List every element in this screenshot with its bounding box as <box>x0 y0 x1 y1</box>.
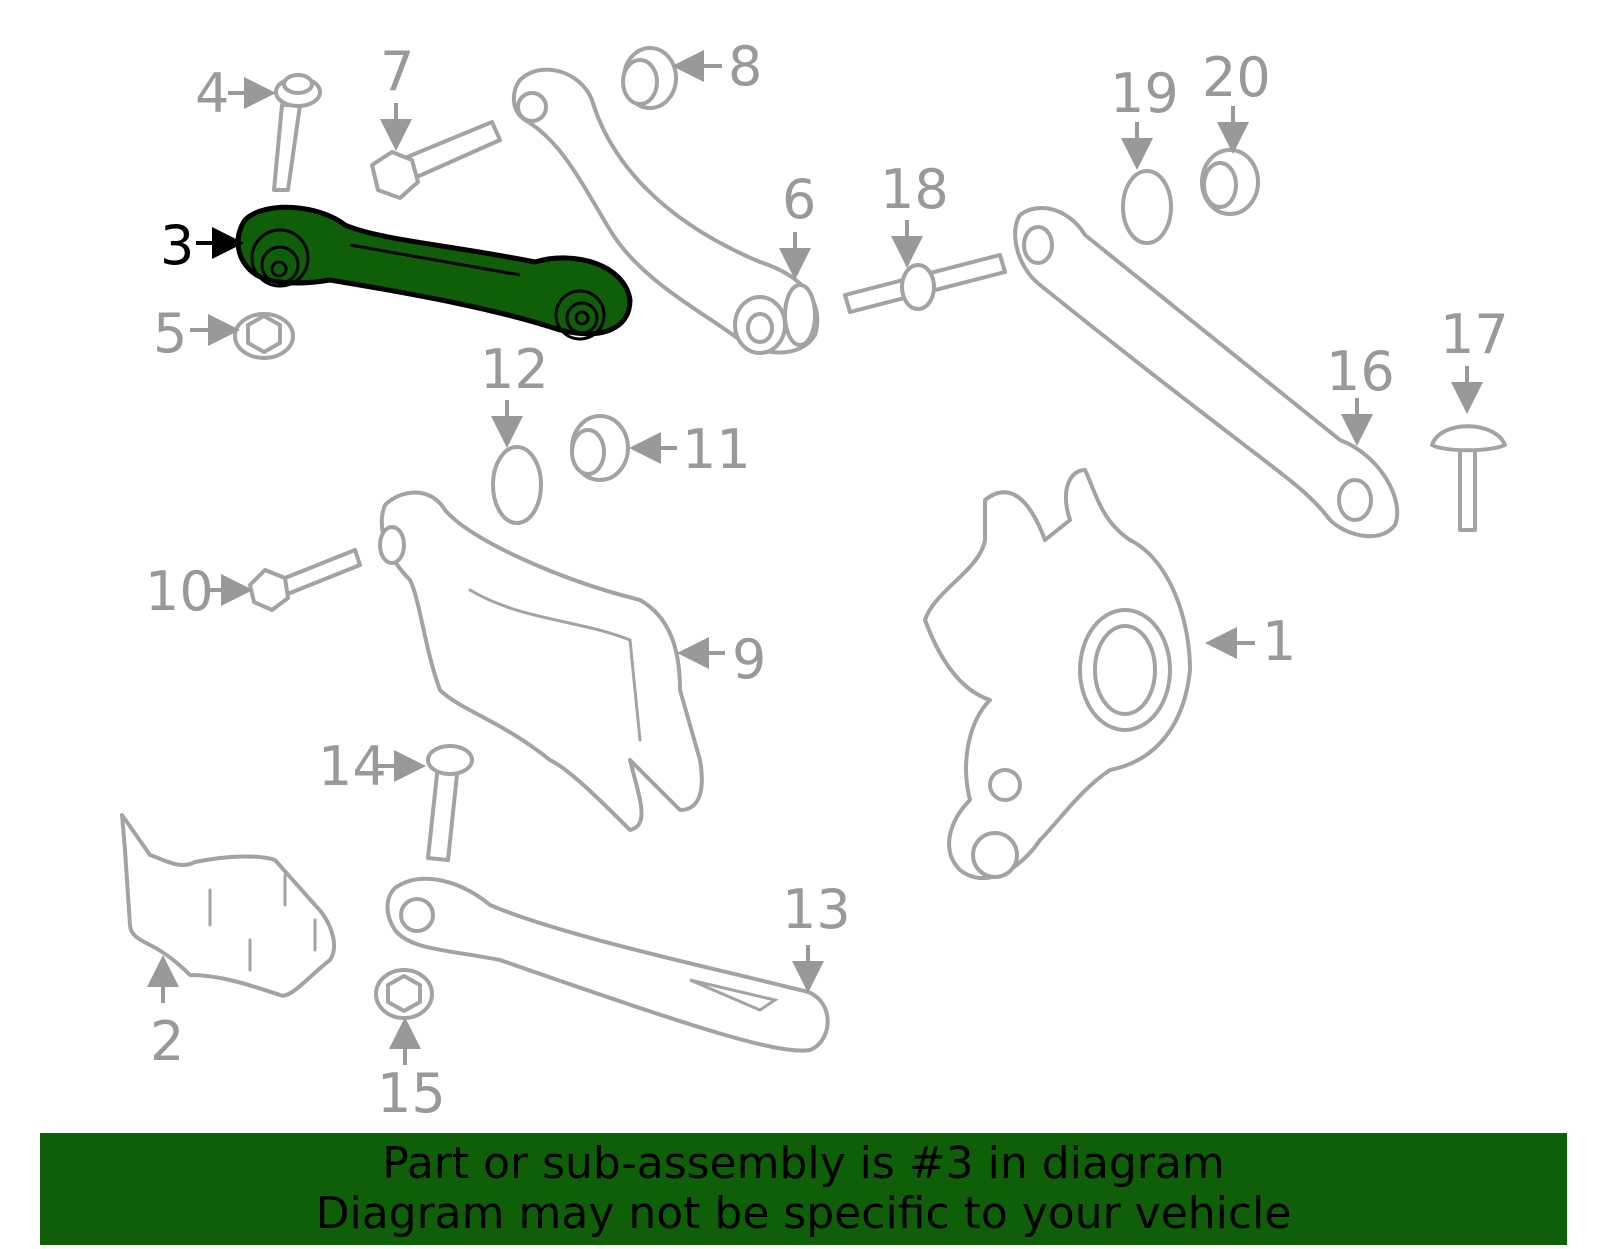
banner-line-2: Diagram may not be specific to your vehi… <box>315 1188 1292 1239</box>
part-6-arm[interactable] <box>511 67 820 355</box>
callout-15: 15 <box>377 1062 446 1125</box>
part-11-nut[interactable] <box>570 414 630 482</box>
callout-5: 5 <box>153 302 187 365</box>
part-8-nut[interactable] <box>621 46 678 110</box>
part-14-bolt[interactable] <box>426 744 474 862</box>
callout-arrows <box>147 50 1483 1065</box>
part-18-bolt[interactable] <box>843 253 1007 314</box>
callout-17: 17 <box>1440 303 1509 366</box>
part-3-arm-highlighted[interactable] <box>235 204 633 341</box>
callout-2: 2 <box>150 1010 184 1073</box>
part-19-washer[interactable] <box>1121 169 1173 245</box>
callout-6: 6 <box>782 168 816 231</box>
callout-18: 18 <box>880 158 949 221</box>
part-2-shield[interactable] <box>120 813 336 998</box>
banner-line-1: Part or sub-assembly is #3 in diagram <box>382 1138 1225 1189</box>
callout-13: 13 <box>782 878 851 941</box>
callout-3: 3 <box>160 214 194 277</box>
part-9-trailing-arm[interactable] <box>378 490 704 832</box>
part-4-bolt[interactable] <box>272 73 322 192</box>
part-5-nut[interactable] <box>233 312 295 360</box>
callout-14: 14 <box>318 735 387 798</box>
callout-19: 19 <box>1110 62 1179 125</box>
callout-11: 11 <box>682 418 751 481</box>
callout-10: 10 <box>145 560 214 623</box>
part-12-washer[interactable] <box>491 445 543 525</box>
callout-4: 4 <box>195 62 229 125</box>
part-15-nut[interactable] <box>374 968 434 1020</box>
callout-1: 1 <box>1262 610 1296 673</box>
part-17-bolt[interactable] <box>1430 424 1507 532</box>
part-13-arm[interactable] <box>385 876 830 1053</box>
part-1-knuckle[interactable] <box>923 468 1192 881</box>
callout-20: 20 <box>1202 46 1271 109</box>
callout-9: 9 <box>732 628 766 691</box>
callout-8: 8 <box>728 35 762 98</box>
part-20-nut[interactable] <box>1200 148 1260 216</box>
callout-7: 7 <box>380 40 414 103</box>
callout-12: 12 <box>480 338 549 401</box>
info-banner: Part or sub-assembly is #3 in diagram Di… <box>40 1133 1567 1245</box>
part-10-bolt[interactable] <box>248 548 362 612</box>
part-16-arm[interactable] <box>1013 205 1400 539</box>
callout-16: 16 <box>1326 340 1395 403</box>
part-7-bolt[interactable] <box>370 120 502 200</box>
